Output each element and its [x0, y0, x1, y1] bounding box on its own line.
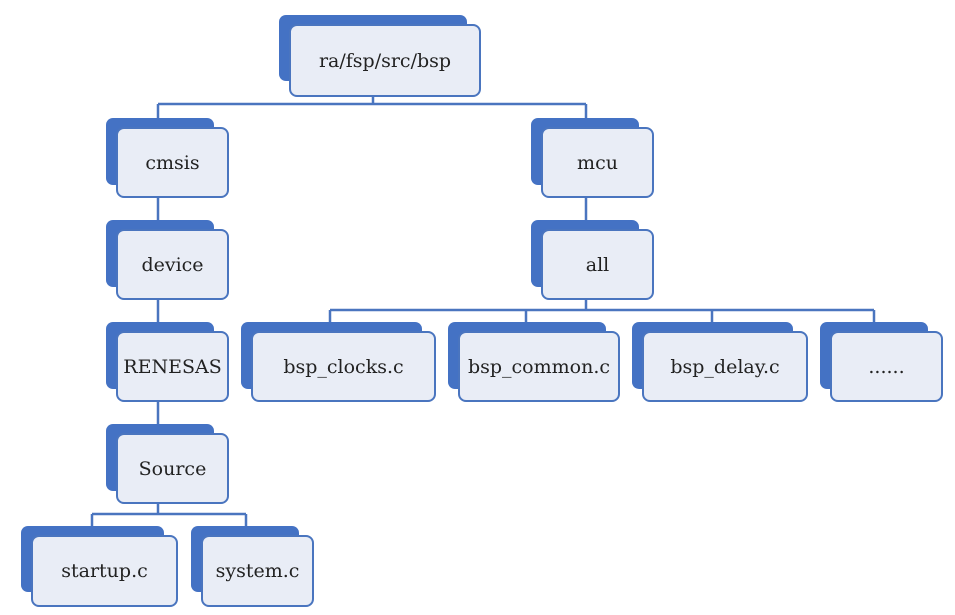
- node-bsp-delay-label: bsp_delay.c: [642, 331, 808, 402]
- node-bsp-common-label: bsp_common.c: [458, 331, 620, 402]
- node-all-label: all: [541, 229, 654, 300]
- node-renesas-label: RENESAS: [116, 331, 229, 402]
- node-bsp-clocks-label: bsp_clocks.c: [251, 331, 436, 402]
- node-startup-label: startup.c: [31, 535, 178, 607]
- node-root-label: ra/fsp/src/bsp: [289, 24, 481, 97]
- node-system-label: system.c: [201, 535, 314, 607]
- node-device-label: device: [116, 229, 229, 300]
- node-mcu-label: mcu: [541, 127, 654, 198]
- node-source-label: Source: [116, 433, 229, 504]
- node-more-label: ......: [830, 331, 943, 402]
- node-cmsis-label: cmsis: [116, 127, 229, 198]
